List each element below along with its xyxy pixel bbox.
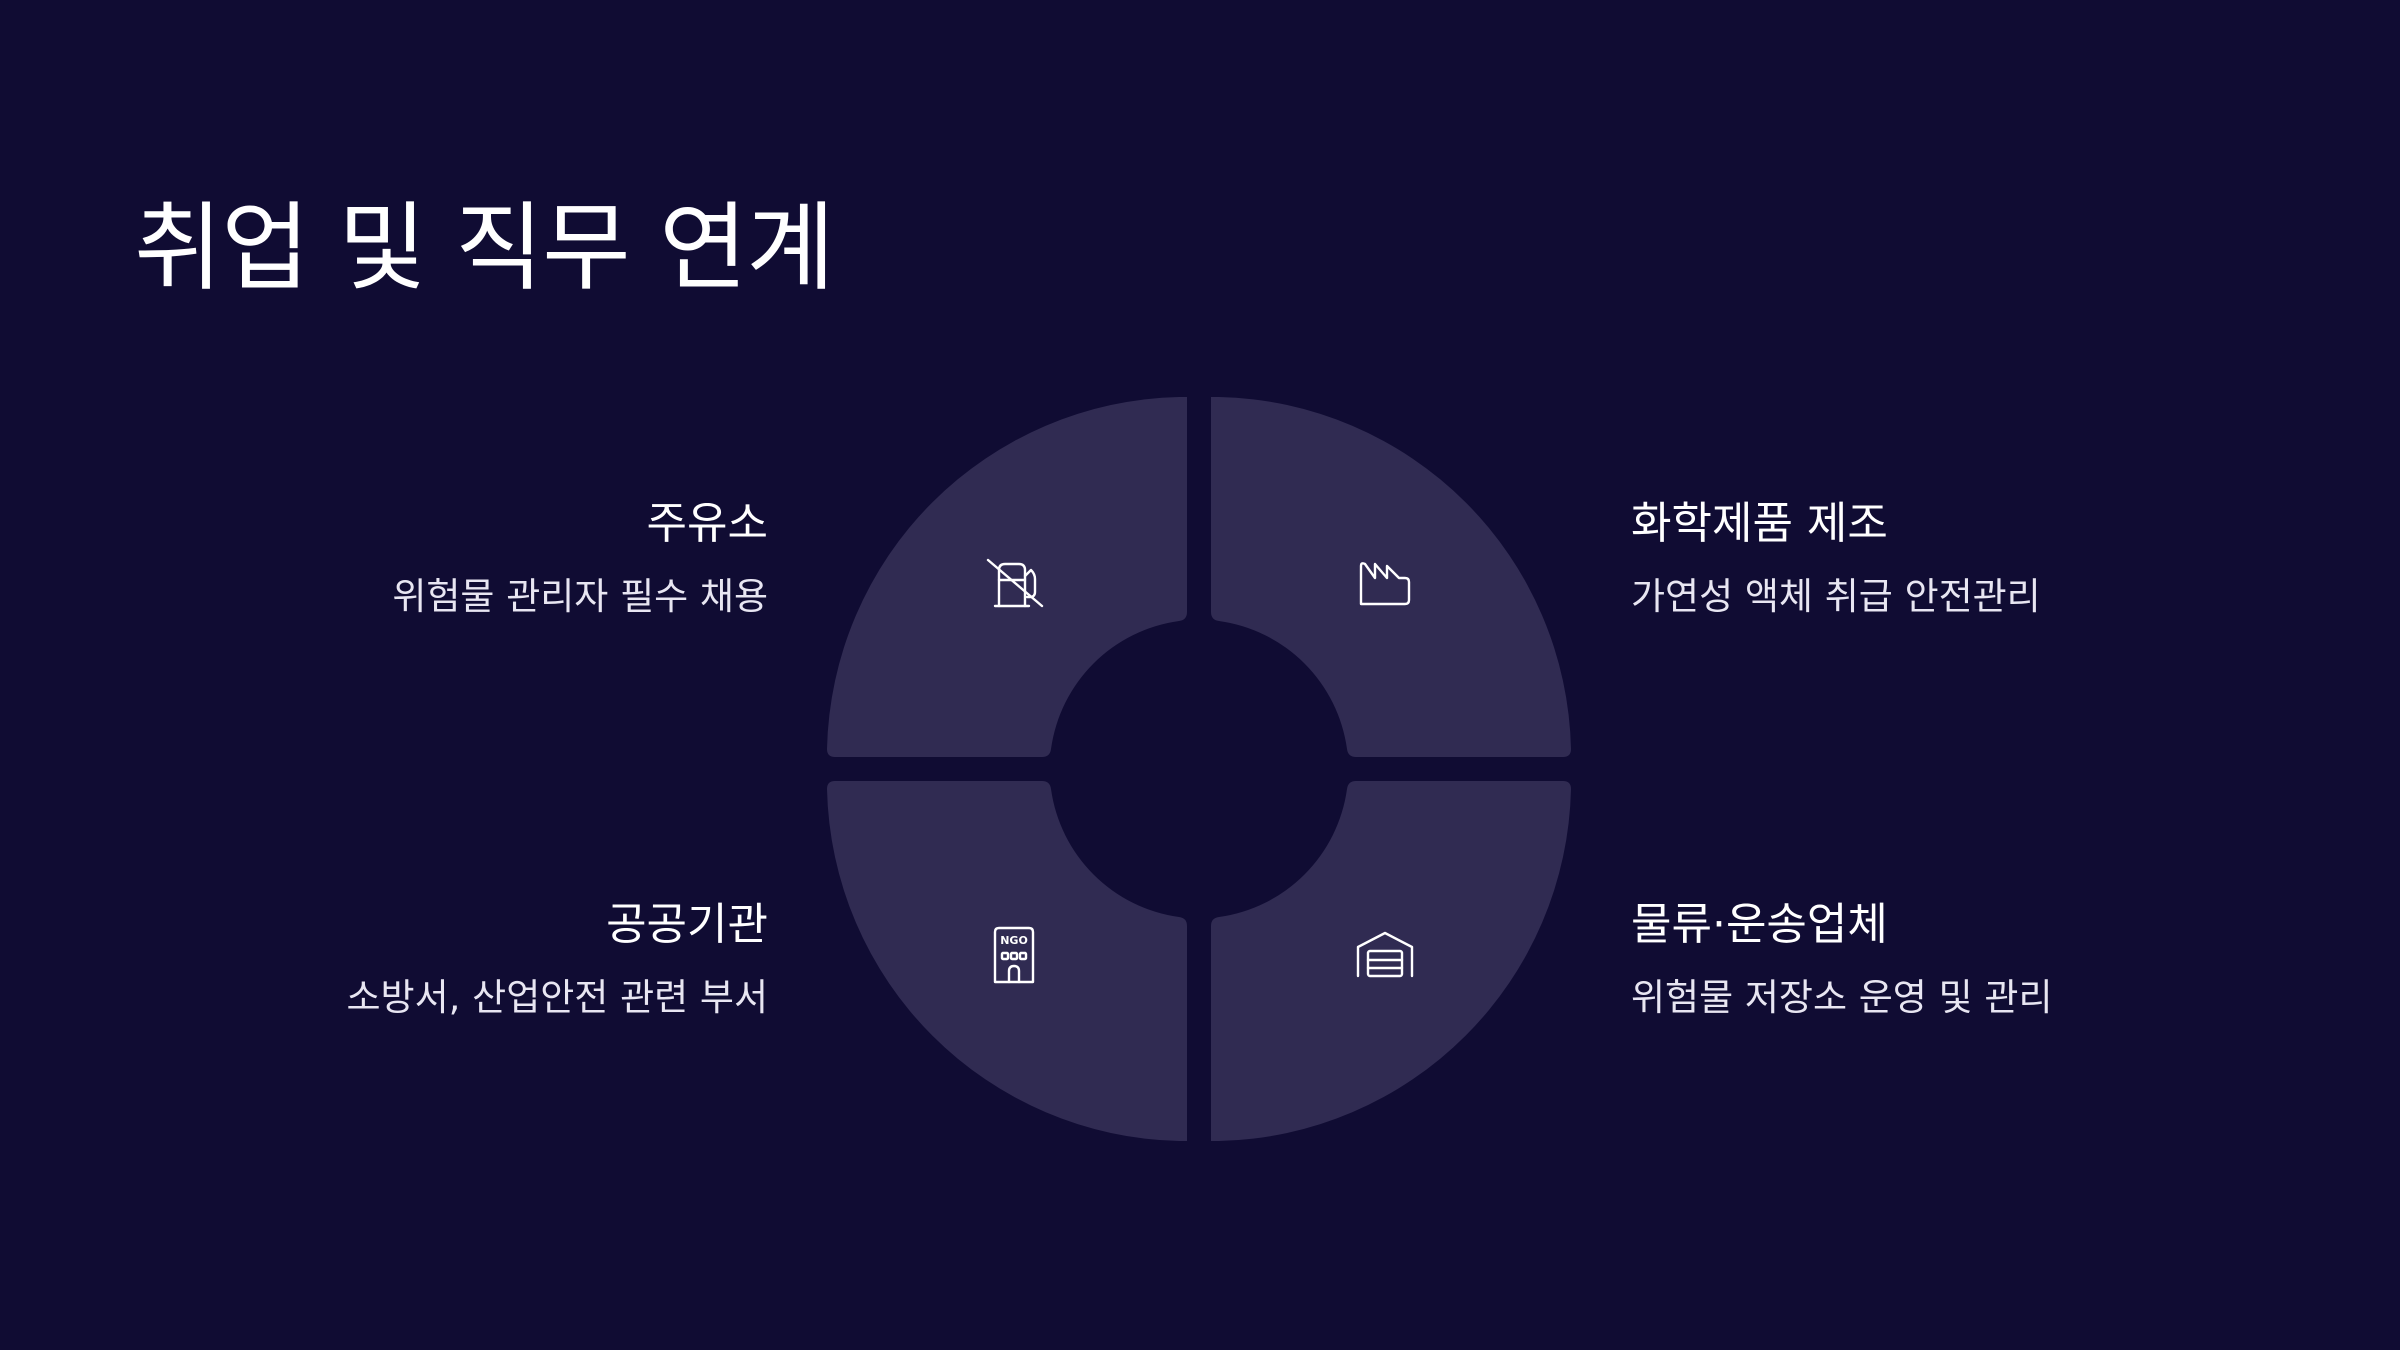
- fuel-station-off-icon: [986, 558, 1044, 608]
- page-title: 취업 및 직무 연계: [134, 192, 835, 304]
- ngo-building-icon: NGO: [993, 926, 1035, 984]
- factory-icon: [1359, 562, 1411, 606]
- segment-description-bottom-right: 위험물 저장소 운영 및 관리: [1631, 975, 2053, 1019]
- warehouse-icon: [1356, 931, 1414, 978]
- segment-title-top-right: 화학제품 제조: [1631, 498, 1888, 549]
- segment-title-top-left: 주유소: [646, 498, 768, 549]
- ngo-label: NGO: [1000, 934, 1028, 947]
- segment-description-top-right: 가연성 액체 취급 안전관리: [1631, 574, 2041, 618]
- segment-label-bottom-left: 공공기관 소방서, 산업안전 관련 부서: [208, 899, 768, 1020]
- segment-top-right[interactable]: [1211, 397, 1571, 757]
- segment-title-bottom-left: 공공기관: [606, 899, 768, 950]
- segment-label-bottom-right: 물류·운송업체 위험물 저장소 운영 및 관리: [1631, 899, 2191, 1020]
- segment-description-top-left: 위험물 관리자 필수 채용: [392, 574, 768, 618]
- segment-description-bottom-left: 소방서, 산업안전 관련 부서: [346, 975, 768, 1019]
- segment-bottom-left[interactable]: [827, 781, 1187, 1141]
- segment-label-top-left: 주유소 위험물 관리자 필수 채용: [208, 498, 768, 619]
- segment-title-bottom-right: 물류·운송업체: [1631, 899, 1888, 950]
- segment-label-top-right: 화학제품 제조 가연성 액체 취급 안전관리: [1631, 498, 2191, 619]
